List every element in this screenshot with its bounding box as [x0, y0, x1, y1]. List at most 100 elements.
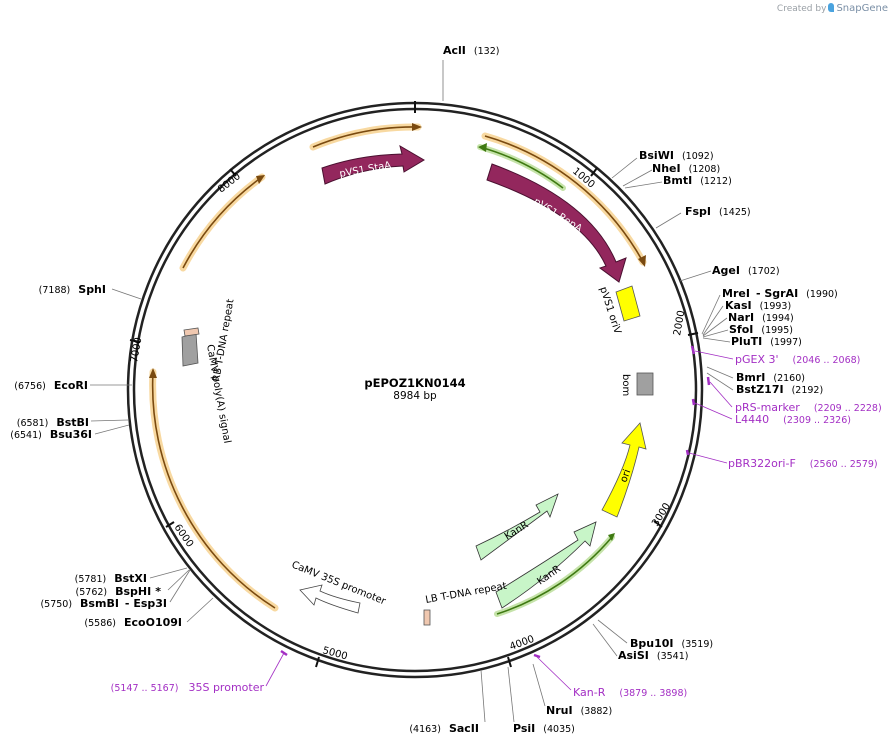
feature-kanr[interactable] [495, 521, 597, 609]
tick-label: 7000 [129, 337, 144, 364]
tick-mark [165, 521, 175, 528]
credit-brand: SnapGene [836, 3, 888, 14]
feature-lb-tdna-repeat[interactable] [423, 609, 431, 626]
primer-mark [533, 653, 541, 659]
leader-line [597, 619, 628, 644]
leader-line [701, 294, 721, 335]
leader-line [507, 666, 515, 723]
feature-pvs1-repa[interactable] [486, 163, 627, 283]
feature-kanr[interactable] [475, 493, 559, 561]
leader-line [702, 329, 729, 338]
leader-line [149, 567, 188, 579]
primer-labels: pGEX 3'(2046 .. 2068) pRS-marker(2209 ..… [111, 353, 882, 699]
leader-line [706, 366, 734, 379]
leader-line [706, 372, 734, 391]
primer-leader [265, 652, 285, 687]
site-bstbi[interactable]: (6581)BstBI [17, 416, 89, 429]
feature-label: KanR [503, 520, 531, 543]
site-kasi[interactable]: KasI(1993) [725, 299, 791, 312]
site-agei[interactable]: AgeI(1702) [712, 264, 780, 277]
site-bsiwi[interactable]: BsiWI(1092) [639, 149, 714, 162]
leader-line [611, 157, 638, 179]
site-pluti[interactable]: PluTI(1997) [731, 335, 802, 348]
site-sacii[interactable]: (4163)SacII [409, 722, 479, 735]
site-fspi[interactable]: FspI(1425) [685, 205, 751, 218]
site-bstz17i[interactable]: BstZ17I(2192) [736, 383, 823, 396]
site-nari[interactable]: NarI(1994) [728, 311, 794, 324]
primer-leader [694, 402, 733, 420]
tick-mark [653, 520, 663, 528]
orf-arrowhead [149, 368, 157, 378]
feature-camv-polya-signal[interactable] [181, 332, 199, 367]
tick-mark [129, 339, 141, 343]
site-ecori[interactable]: (6756)EcoRI [14, 379, 88, 392]
site-sfoi[interactable]: SfoI(1995) [729, 323, 793, 336]
scale-ticks [129, 101, 699, 668]
tick-mark [590, 167, 598, 177]
site-ecoo109i[interactable]: (5586)EcoO109I [84, 616, 182, 629]
feature-pvs1-oriv[interactable] [615, 285, 641, 322]
primer-pbr322ori-f[interactable]: pBR322ori-F(2560 .. 2579) [728, 457, 878, 470]
tick-mark [315, 656, 320, 668]
primer-prs-marker[interactable]: pRS-marker(2209 .. 2228) [735, 401, 882, 414]
leader-line [186, 597, 214, 623]
orf-glow [309, 123, 422, 151]
primer-leader [709, 381, 733, 408]
feature-ori[interactable] [601, 422, 647, 518]
site-psii[interactable]: PsiI(4035) [513, 722, 575, 735]
leader-line [592, 623, 618, 657]
site-asisi[interactable]: AsiSI(3541) [618, 649, 688, 662]
tick-mark [507, 656, 512, 668]
orf-green-bottom [496, 536, 613, 615]
site-sphi[interactable]: (7188)SphI [39, 283, 106, 296]
plasmid-name: pEPOZ1KN0144 [364, 376, 465, 390]
leader-line [90, 419, 130, 422]
leader-line [702, 317, 728, 337]
restriction-sites: AclI(132) BsiWI(1092) NheI(1208) BmtI(12… [10, 44, 838, 735]
leader-line [679, 270, 712, 282]
primer-leader [694, 350, 734, 360]
leader-line [167, 569, 190, 591]
site-bpu10i[interactable]: Bpu10I(3519) [630, 637, 713, 650]
primer-leaders [265, 350, 734, 691]
site-bsu36i[interactable]: (6541)Bsu36I [10, 428, 92, 441]
orf-arrowhead [638, 255, 646, 267]
orf-repa [484, 135, 644, 263]
feature-pvs1-staa[interactable] [321, 144, 425, 185]
feature-label: LB T-DNA repeat [425, 581, 508, 606]
site-leaders [90, 60, 734, 723]
site-bsphi[interactable]: (5762)BspHI* [76, 585, 162, 598]
feature-rb-tdna-repeat[interactable] [183, 327, 200, 337]
tick-mark [687, 332, 699, 336]
leader-line [480, 669, 486, 723]
feature-bom[interactable] [636, 372, 654, 396]
leader-line [702, 305, 724, 336]
site-bsmbi-esp3i[interactable]: (5750)BsmBI- Esp3I [40, 597, 167, 610]
feature-camv-35s-promoter[interactable] [299, 584, 361, 614]
leader-line [169, 569, 191, 603]
primer-markers [280, 345, 711, 659]
snapgene-logo-icon [828, 3, 835, 12]
site-nhei[interactable]: NheI(1208) [652, 162, 720, 175]
site-acli[interactable]: AclI(132) [443, 44, 499, 57]
orf-arrowhead [478, 143, 487, 152]
tick-mark [229, 168, 237, 177]
primer-kan-r[interactable]: Kan-R(3879 .. 3898) [573, 686, 687, 699]
orf-left [151, 371, 276, 609]
primer-pgex-3[interactable]: pGEX 3'(2046 .. 2068) [735, 353, 860, 366]
feature-label: RB T-DNA repeat [211, 298, 236, 382]
site-bmti[interactable]: BmtI(1212) [663, 174, 732, 187]
primer-35s-promoter[interactable]: (5147 .. 5167)35S promoter [111, 681, 265, 694]
site-nrui[interactable]: NruI(3882) [546, 704, 612, 717]
leader-line [532, 663, 546, 707]
site-bmri[interactable]: BmrI(2160) [736, 371, 805, 384]
site-mrei-sgrai[interactable]: MreI- SgrAI(1990) [722, 287, 838, 300]
site-bstxi[interactable]: (5781)BstXI [75, 572, 147, 585]
orf-arrowhead [412, 123, 422, 131]
primer-l4440[interactable]: L4440(2309 .. 2326) [735, 413, 851, 426]
leader-line [94, 424, 130, 435]
leader-line [622, 169, 653, 187]
leader-line [111, 288, 142, 300]
